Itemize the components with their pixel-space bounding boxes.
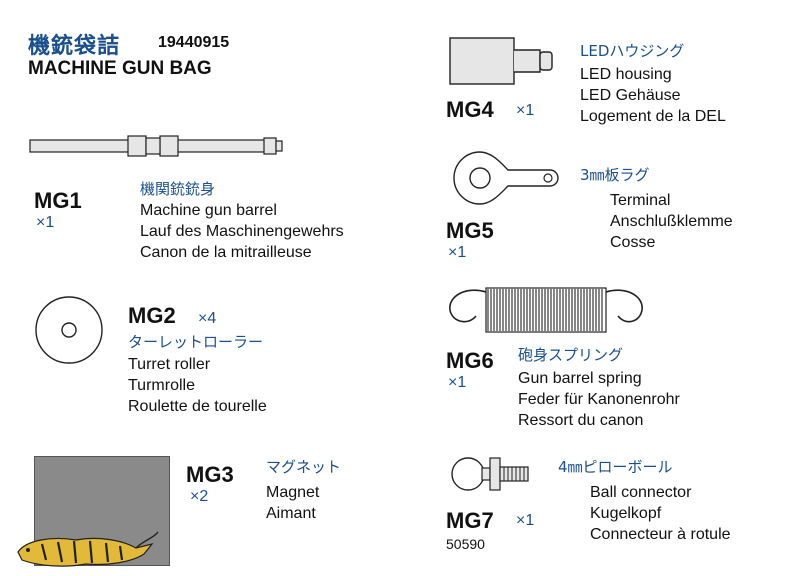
mg7-japanese-name: 4㎜ピローボール <box>558 458 673 476</box>
mg5-japanese-name: 3㎜板ラグ <box>580 166 650 184</box>
mg4-japanese-name: LEDハウジング <box>580 42 685 60</box>
mg6-desc-fr: Ressort du canon <box>518 412 644 429</box>
title-japanese: 機銃袋詰 <box>28 34 121 59</box>
mg6-code: MG6 <box>446 348 494 373</box>
catalog-number: 50590 <box>446 536 485 552</box>
mg6-japanese-name: 砲身スプリング <box>518 346 624 364</box>
mg1-japanese-name: 機関銃銃身 <box>140 180 216 198</box>
mg3-quantity: ×2 <box>190 488 209 505</box>
mg5-description: Terminal Anschlußklemme Cosse <box>610 190 733 253</box>
mg2-desc-de: Turmrolle <box>128 377 195 394</box>
mg4-quantity: ×1 <box>516 102 535 119</box>
mg1-description: Machine gun barrel Lauf des Maschinengew… <box>140 200 344 263</box>
mg3-japanese-name: マグネット <box>266 458 342 476</box>
title-english: MACHINE GUN BAG <box>28 58 212 79</box>
mg3-desc-en: Magnet <box>266 484 320 501</box>
barrel-spring-icon <box>449 287 643 333</box>
gun-barrel-icon <box>29 135 283 157</box>
mg7-desc-fr: Connecteur à rotule <box>590 526 731 543</box>
led-housing-icon <box>449 37 553 85</box>
mg4-desc-en: LED housing <box>580 66 672 83</box>
mg1-desc-en: Machine gun barrel <box>140 202 277 219</box>
mg2-japanese-name: ターレットローラー <box>128 333 264 351</box>
mg2-desc-fr: Roulette de tourelle <box>128 398 267 415</box>
mg6-desc-en: Gun barrel spring <box>518 370 642 387</box>
terminal-lug-icon <box>453 151 559 205</box>
mg3-code: MG3 <box>186 462 234 487</box>
mg4-desc-fr: Logement de la DEL <box>580 108 726 125</box>
mg5-desc-en: Terminal <box>610 192 671 209</box>
mg1-code: MG1 <box>34 188 82 213</box>
mg6-description: Gun barrel spring Feder für Kanonenrohr … <box>518 368 680 431</box>
mg1-desc-fr: Canon de la mitrailleuse <box>140 244 312 261</box>
mg2-quantity: ×4 <box>198 310 217 327</box>
ball-connector-icon <box>451 457 529 491</box>
tiger-logo-icon <box>17 531 159 567</box>
mg2-code: MG2 <box>128 303 176 328</box>
mg6-quantity: ×1 <box>448 374 467 391</box>
mg1-quantity: ×1 <box>36 214 55 231</box>
mg5-desc-fr: Cosse <box>610 234 656 251</box>
mg7-code: MG7 <box>446 508 494 533</box>
mg5-code: MG5 <box>446 218 494 243</box>
mg2-desc-en: Turret roller <box>128 356 211 373</box>
mg6-desc-de: Feder für Kanonenrohr <box>518 391 680 408</box>
mg4-code: MG4 <box>446 97 494 122</box>
mg1-desc-de: Lauf des Maschinengewehrs <box>140 223 344 240</box>
mg7-quantity: ×1 <box>516 512 535 529</box>
mg7-desc-de: Kugelkopf <box>590 505 662 522</box>
mg3-description: Magnet Aimant <box>266 482 319 524</box>
mg4-desc-de: LED Gehäuse <box>580 87 681 104</box>
mg4-description: LED housing LED Gehäuse Logement de la D… <box>580 64 726 127</box>
mg3-desc-fr: Aimant <box>266 505 316 522</box>
mg5-quantity: ×1 <box>448 244 467 261</box>
turret-roller-icon <box>35 296 103 364</box>
mg5-desc-de: Anschlußklemme <box>610 213 733 230</box>
part-number: 19440915 <box>158 34 230 51</box>
mg7-description: Ball connector Kugelkopf Connecteur à ro… <box>590 482 731 545</box>
mg7-desc-en: Ball connector <box>590 484 692 501</box>
mg2-description: Turret roller Turmrolle Roulette de tour… <box>128 354 267 417</box>
